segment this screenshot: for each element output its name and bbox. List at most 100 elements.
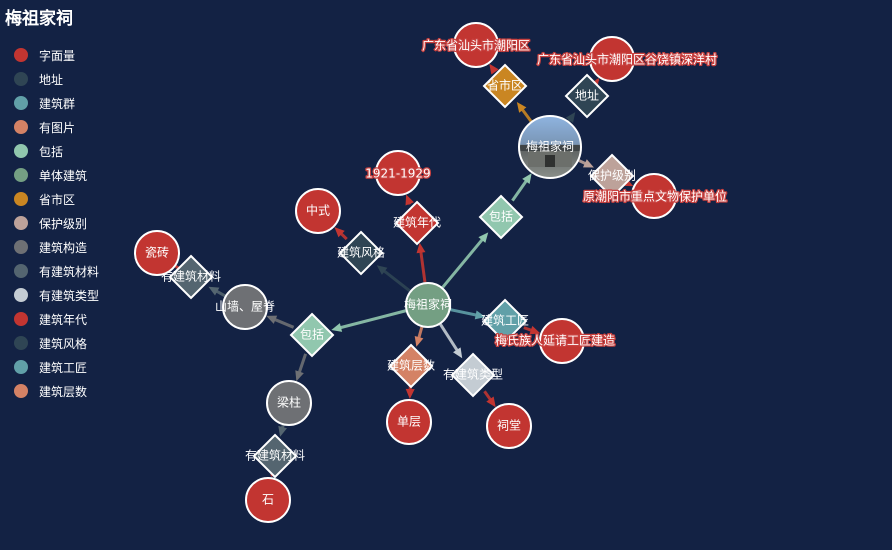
node-type[interactable]: 祠堂 xyxy=(486,403,532,449)
edge-baokuo1_rel-img xyxy=(511,173,532,202)
legend-label: 有建筑类型 xyxy=(39,288,100,303)
legend-item-craftsman[interactable]: 建筑工匠 xyxy=(14,355,99,379)
edge-main-baokuo1_rel xyxy=(441,232,489,289)
legend-label: 建筑工匠 xyxy=(39,360,88,375)
node-province[interactable]: 广东省汕头市潮阳区 xyxy=(421,22,531,68)
legend-item-protection-level[interactable]: 保护级别 xyxy=(14,211,99,235)
legend-item-building-group[interactable]: 建筑群 xyxy=(14,91,99,115)
legend-item-province[interactable]: 省市区 xyxy=(14,187,99,211)
node-label: 建筑层数 xyxy=(387,358,435,373)
legend-item-floors[interactable]: 建筑层数 xyxy=(14,379,99,403)
edge-main-baokuo2_rel xyxy=(331,309,407,332)
edge-img-dizhi_rel xyxy=(565,112,576,123)
legend-label: 保护级别 xyxy=(39,216,88,231)
legend-swatch xyxy=(14,192,28,206)
node-label: 有建筑材料 xyxy=(161,269,221,284)
node-label: 省市区 xyxy=(487,78,523,93)
node-year[interactable]: 1921-1929 xyxy=(364,150,432,196)
legend-swatch xyxy=(14,168,28,182)
node-address[interactable]: 广东省汕头市潮阳区谷饶镇深洋村 xyxy=(536,36,718,82)
legend-item-includes[interactable]: 包括 xyxy=(14,139,99,163)
legend-swatch xyxy=(14,216,28,230)
node-cengshu-rel[interactable]: 建筑层数 xyxy=(387,343,435,389)
legend-label: 有图片 xyxy=(39,120,76,135)
legend-label: 地址 xyxy=(39,72,64,87)
node-cailiao1-rel[interactable]: 有建筑材料 xyxy=(161,254,221,300)
node-label: 地址 xyxy=(575,89,599,103)
node-tile[interactable]: 瓷砖 xyxy=(134,230,180,276)
legend-item-style[interactable]: 建筑风格 xyxy=(14,331,99,355)
edge-main-leixing_rel xyxy=(439,323,463,359)
node-main[interactable]: 梅祖家祠 xyxy=(404,282,452,328)
edge-baokuo2_rel-pillar xyxy=(295,353,308,382)
node-baokuo2-rel[interactable]: 包括 xyxy=(289,312,335,358)
legend-item-building-type[interactable]: 有建筑类型 xyxy=(14,283,99,307)
node-dizhi-rel[interactable]: 地址 xyxy=(564,73,610,119)
building-photo xyxy=(519,116,581,178)
node-label: 瓷砖 xyxy=(145,245,169,260)
legend-label: 包括 xyxy=(39,144,64,159)
node-label: 山墙、屋脊 xyxy=(215,300,275,314)
legend-label: 建筑风格 xyxy=(39,336,88,351)
legend-item-construction[interactable]: 建筑构造 xyxy=(14,235,99,259)
edge-leixing_rel-type xyxy=(483,390,496,408)
nodes: 梅祖家祠梅祖家祠省市区地址保护级别包括广东省汕头市潮阳区广东省汕头市潮阳区谷饶镇… xyxy=(134,22,728,523)
legend-label: 字面量 xyxy=(39,48,76,63)
node-floors[interactable]: 单层 xyxy=(386,399,432,445)
node-baohu-rel[interactable]: 保护级别 xyxy=(588,153,636,199)
node-label: 石 xyxy=(262,493,274,507)
legend-swatch xyxy=(14,72,28,86)
node-label: 原潮阳市重点文物保护单位 xyxy=(583,189,727,204)
edge-pillar-cailiao2_rel xyxy=(278,424,287,437)
node-craftsman[interactable]: 梅氏族人延请工匠建造 xyxy=(494,318,616,364)
node-wall[interactable]: 山墙、屋脊 xyxy=(215,284,275,330)
node-protect[interactable]: 原潮阳市重点文物保护单位 xyxy=(582,173,728,219)
node-label: 建筑工匠 xyxy=(481,313,529,328)
node-label: 保护级别 xyxy=(588,169,636,183)
legend-swatch xyxy=(14,336,28,350)
edge-baokuo2_rel-wall xyxy=(266,315,295,329)
legend-item-single-building[interactable]: 单体建筑 xyxy=(14,163,99,187)
legend: 字面量 地址 建筑群 有图片 包括 单体建筑 省市区 保护级别 建筑构造 有建筑… xyxy=(14,43,99,403)
node-fengge-rel[interactable]: 建筑风格 xyxy=(337,230,385,276)
legend-item-material[interactable]: 有建筑材料 xyxy=(14,259,99,283)
node-label: 建筑风格 xyxy=(337,245,385,260)
node-label: 广东省汕头市潮阳区 xyxy=(422,38,530,53)
edge-main-cengshu_rel xyxy=(414,326,424,347)
node-baokuo1-rel[interactable]: 包括 xyxy=(478,194,524,240)
legend-item-era[interactable]: 建筑年代 xyxy=(14,307,99,331)
legend-item-has-image[interactable]: 有图片 xyxy=(14,115,99,139)
node-label: 有建筑类型 xyxy=(443,367,503,382)
legend-swatch xyxy=(14,360,28,374)
node-label: 梅祖家祠 xyxy=(404,297,452,312)
legend-swatch xyxy=(14,48,28,62)
node-label: 祠堂 xyxy=(497,419,521,433)
legend-swatch xyxy=(14,240,28,254)
node-niandai-rel[interactable]: 建筑年代 xyxy=(393,200,441,246)
node-stone[interactable]: 石 xyxy=(245,477,291,523)
node-label: 广东省汕头市潮阳区谷饶镇深洋村 xyxy=(537,52,717,67)
node-label: 建筑年代 xyxy=(393,215,441,230)
edge-niandai_rel-year xyxy=(405,194,414,206)
node-pillar[interactable]: 梁柱 xyxy=(266,380,312,426)
legend-label: 建筑层数 xyxy=(39,384,88,399)
edge-main-gongjiang_rel xyxy=(450,308,486,320)
node-label: 1921-1929 xyxy=(365,167,430,181)
legend-item-literal[interactable]: 字面量 xyxy=(14,43,99,67)
node-style[interactable]: 中式 xyxy=(295,188,341,234)
node-gongjiang-rel[interactable]: 建筑工匠 xyxy=(481,298,529,344)
legend-item-address[interactable]: 地址 xyxy=(14,67,99,91)
legend-label: 单体建筑 xyxy=(39,168,88,183)
node-cailiao2-rel[interactable]: 有建筑材料 xyxy=(245,433,305,479)
edge-gongjiang_rel-craftsman xyxy=(523,325,541,335)
node-label: 梁柱 xyxy=(277,395,301,410)
legend-label: 有建筑材料 xyxy=(39,264,100,279)
node-label: 包括 xyxy=(300,327,324,342)
node-img[interactable]: 梅祖家祠 xyxy=(518,115,582,179)
legend-swatch xyxy=(14,312,28,326)
legend-label: 建筑年代 xyxy=(39,312,88,327)
node-leixing-rel[interactable]: 有建筑类型 xyxy=(443,352,503,398)
edge-main-fengge_rel xyxy=(376,265,411,293)
node-shengshiqu-rel[interactable]: 省市区 xyxy=(482,63,528,109)
